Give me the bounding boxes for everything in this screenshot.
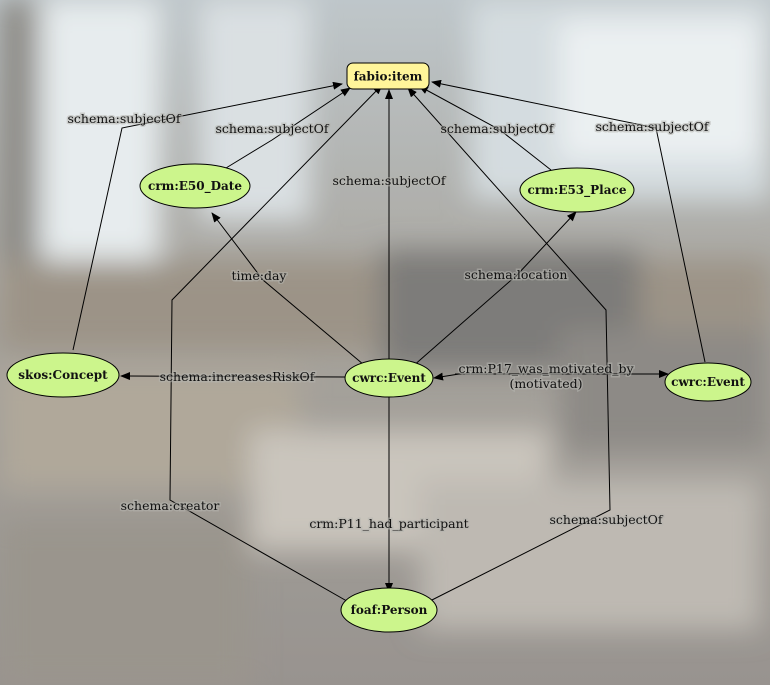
edge-label: schema:subjectOf bbox=[440, 121, 554, 136]
edge-event2-subjectof bbox=[431, 79, 706, 363]
node-crm-e50-date[interactable]: crm:E50_Date bbox=[139, 163, 251, 209]
edge-label: schema:creator bbox=[121, 498, 220, 513]
edge-location bbox=[411, 211, 577, 368]
node-label: crm:E50_Date bbox=[148, 179, 242, 194]
edge-label: schema:subjectOf bbox=[332, 173, 446, 188]
edge-person-subjectof bbox=[407, 87, 611, 605]
node-label: foaf:Person bbox=[351, 603, 428, 617]
node-label: fabio:item bbox=[354, 70, 423, 84]
edge-sublabel: (motivated) bbox=[509, 376, 582, 391]
edge-label: schema:subjectOf bbox=[67, 111, 181, 126]
edge-label: crm:P11_had_participant bbox=[309, 516, 468, 531]
edge-concept-subjectof bbox=[72, 81, 343, 351]
edge-time-day bbox=[211, 212, 371, 371]
edge-label: schema:subjectOf bbox=[215, 121, 329, 136]
edge-increases-risk bbox=[120, 372, 346, 381]
edge-label: time:day bbox=[232, 268, 288, 283]
edge-label: schema:increasesRiskOf bbox=[160, 369, 316, 384]
edge-place-subjectof bbox=[418, 85, 552, 171]
node-label: cwrc:Event bbox=[352, 371, 426, 385]
node-crm-e53-place[interactable]: crm:E53_Place bbox=[519, 167, 635, 213]
node-cwrc-event-2[interactable]: cwrc:Event bbox=[664, 362, 752, 402]
node-foaf-person[interactable]: foaf:Person bbox=[340, 587, 438, 633]
node-fabio-item[interactable]: fabio:item bbox=[346, 62, 430, 90]
edge-creator bbox=[169, 84, 383, 605]
node-skos-concept[interactable]: skos:Concept bbox=[6, 352, 120, 398]
edge-motivated-by bbox=[433, 370, 669, 381]
node-label: cwrc:Event bbox=[671, 375, 745, 389]
node-label: skos:Concept bbox=[18, 368, 108, 382]
edge-label: schema:subjectOf bbox=[595, 119, 709, 134]
edge-label: schema:subjectOf bbox=[549, 512, 663, 527]
node-cwrc-event[interactable]: cwrc:Event bbox=[344, 358, 434, 398]
edge-label: schema:location bbox=[465, 267, 568, 282]
edge-label: crm:P17_was_motivated_by bbox=[458, 361, 634, 376]
node-label: crm:E53_Place bbox=[528, 183, 627, 198]
edge-date-subjectof bbox=[225, 87, 351, 169]
